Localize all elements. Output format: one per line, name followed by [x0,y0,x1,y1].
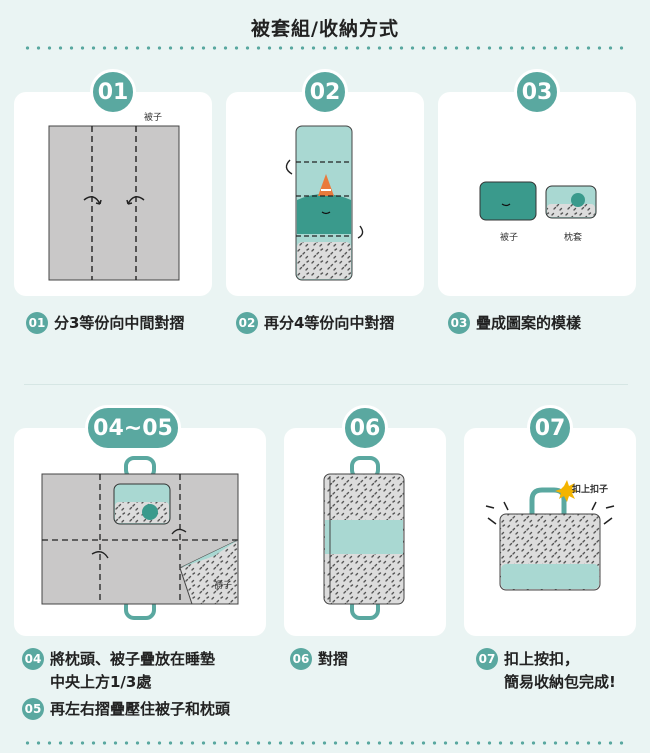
step-07-badge: 07 [527,405,573,451]
step-07-caption: 07 扣上按扣，簡易收納包完成! [476,648,616,694]
mat-label: 褥子 [214,581,233,591]
snap-label: 扣上扣子 [572,485,609,495]
step-04-05-card: 褥子 [14,428,266,636]
fold-arrow-icon [357,225,364,239]
step-03-card: 被子 枕套 [438,92,636,296]
step-04-caption: 04 將枕頭、被子疊放在睡墊中央上方1/3處 [22,648,215,694]
step-05-number: 05 [22,698,44,720]
step-04-05-illustration [41,456,239,620]
step-06-caption: 06 對摺 [290,648,348,671]
step-02-badge: 02 [302,69,348,115]
step-07-number: 07 [476,648,498,670]
pillow-label: 枕套 [564,233,583,243]
step-04-05-badge: 04~05 [85,405,181,451]
step-01-illustration [48,125,180,281]
step-03-illustration [479,181,597,221]
step-02-number: 02 [236,312,258,334]
step-02-illustration [285,125,364,281]
step-03-badge: 03 [514,69,560,115]
fold-arrow-left-icon [127,196,145,205]
step-01-caption: 01 分3等份向中間對摺 [26,312,184,335]
quilt-label: 被子 [144,113,163,123]
bottom-dotted-divider [22,741,628,745]
step-02-caption: 02 再分4等份向中對摺 [236,312,394,335]
fold-arrow-icon [91,551,109,559]
page-title: 被套組/收納方式 [251,18,399,40]
bag-handle-icon [529,487,567,514]
step-01-card: 被子 [14,92,212,296]
fold-arrow-icon [285,159,293,175]
step-07-illustration [485,480,615,591]
step-02-card [226,92,424,296]
step-06-number: 06 [290,648,312,670]
step-04-number: 04 [22,648,44,670]
step-06-badge: 06 [342,405,388,451]
step-05-caption: 05 再左右摺疊壓住被子和枕頭 [22,698,230,721]
fold-arrow-icon [171,528,187,535]
row-separator [24,384,628,385]
step-06-card [284,428,446,636]
snap-burst-icon [555,480,578,502]
step-03-number: 03 [448,312,470,334]
step-06-illustration [323,456,405,620]
step-01-badge: 01 [90,69,136,115]
quilt-label: 被子 [500,233,519,243]
step-03-caption: 03 疊成圖案的模樣 [448,312,581,335]
fold-arrow-right-icon [83,196,101,205]
step-01-number: 01 [26,312,48,334]
top-dotted-divider [22,46,628,50]
step-07-card: 扣上扣子 [464,428,636,636]
